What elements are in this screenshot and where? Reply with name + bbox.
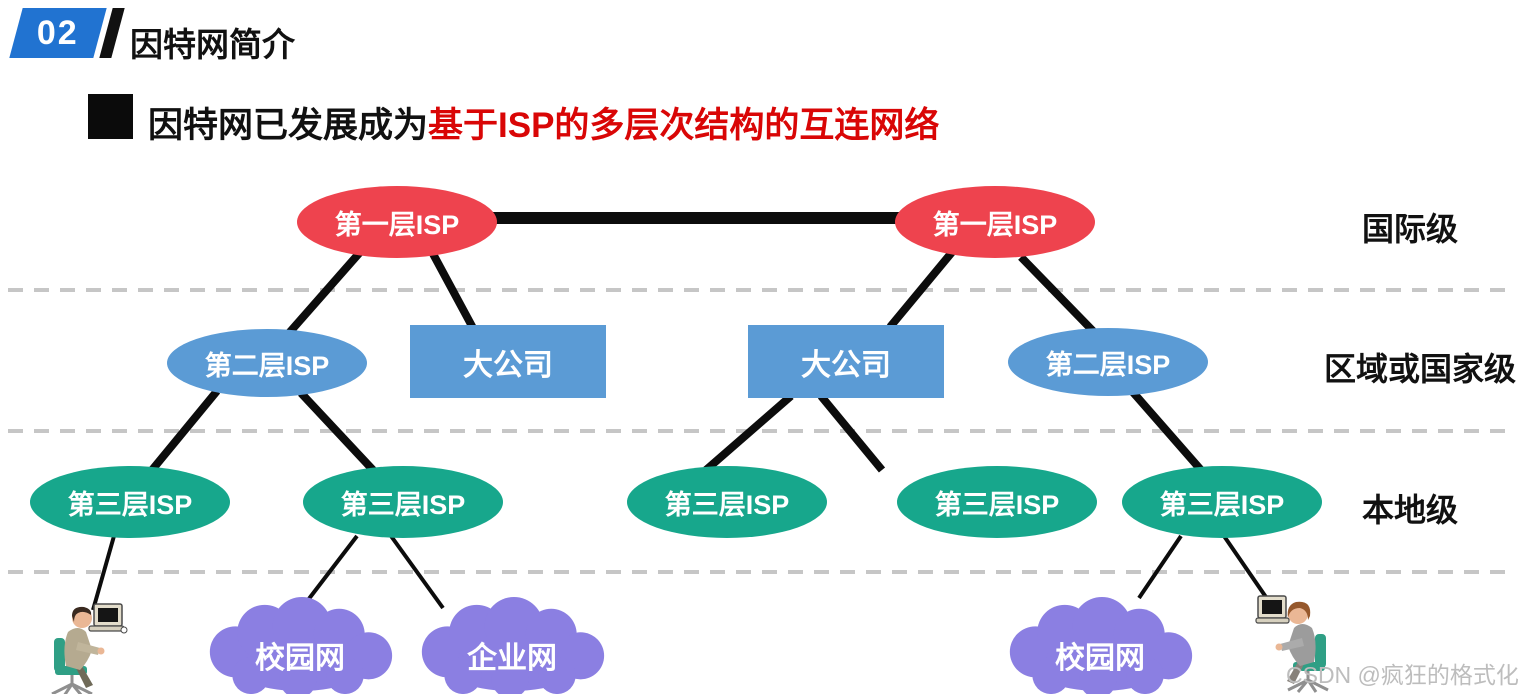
watermark: CSDN @疯狂的格式化 [1286, 662, 1519, 688]
tier-separator-3 [8, 570, 1512, 574]
edge-tier1L-tier2L [285, 247, 366, 336]
edge-tier3-5-campusR [1137, 534, 1183, 600]
bullet-text: 因特网已发展成为基于ISP的多层次结构的互连网络 [148, 97, 939, 148]
person-at-computer-icon [1255, 595, 1329, 693]
tier1-isp-right: 第一层ISP [895, 186, 1095, 258]
level-label-regional: 区域或国家级 [1323, 351, 1516, 387]
tier-separator-2 [8, 429, 1512, 433]
edge-tier1R-companyR [886, 248, 957, 330]
edge-tier3-1-userL [91, 535, 116, 611]
edge-companyR-tier3-3 [703, 392, 794, 474]
edge-tier1R-tier2R [1018, 254, 1096, 334]
edge-tier2L-tier3-1 [148, 388, 221, 473]
cloud-campus-network-left: 校园网 [202, 597, 398, 694]
tier2-isp-left: 第二层ISP [167, 329, 367, 397]
slide-title: 因特网简介 [130, 26, 295, 63]
cloud-icon [1009, 597, 1193, 694]
user-with-laptop-right [1252, 578, 1352, 693]
user-with-laptop-left [28, 582, 128, 694]
bullet-text-red: 基于ISP的多层次结构的互连网络 [428, 106, 940, 145]
bullet-text-black: 因特网已发展成为 [148, 106, 429, 145]
edge-tier1L-companyL [428, 250, 477, 330]
company-left: 大公司 [410, 325, 606, 398]
tier-separator-1 [8, 288, 1512, 292]
edge-companyR-tier3-4 [817, 393, 886, 473]
edge-tier3-2-enterprise [389, 534, 445, 610]
cloud-icon [421, 597, 605, 694]
tier1-isp-left: 第一层ISP [297, 186, 497, 258]
cloud-enterprise-network: 企业网 [414, 597, 610, 694]
cloud-label: 校园网 [1055, 642, 1145, 675]
company-right: 大公司 [748, 325, 944, 398]
cloud-label: 校园网 [255, 642, 345, 675]
edge-tier2L-tier3-2 [298, 390, 376, 473]
tier3-isp-5: 第三层ISP [1122, 466, 1322, 538]
tier3-isp-4: 第三层ISP [897, 466, 1097, 538]
person-at-computer-icon [51, 603, 128, 694]
tier3-isp-2: 第三层ISP [303, 466, 503, 538]
level-label-international: 国际级 [1361, 211, 1458, 247]
bullet-marker [88, 94, 133, 139]
tier2-isp-right: 第二层ISP [1008, 328, 1208, 396]
edge-tier3-5-userR [1222, 534, 1272, 605]
edge-tier3-2-campusL [306, 534, 359, 602]
edge-tier2R-tier3-5 [1127, 387, 1205, 473]
tier3-isp-1: 第三层ISP [30, 466, 230, 538]
cloud-icon [209, 597, 393, 694]
cloud-label: 企业网 [467, 642, 557, 675]
level-label-local: 本地级 [1361, 492, 1458, 528]
cloud-campus-network-right: 校园网 [1002, 597, 1198, 694]
tier3-isp-3: 第三层ISP [627, 466, 827, 538]
